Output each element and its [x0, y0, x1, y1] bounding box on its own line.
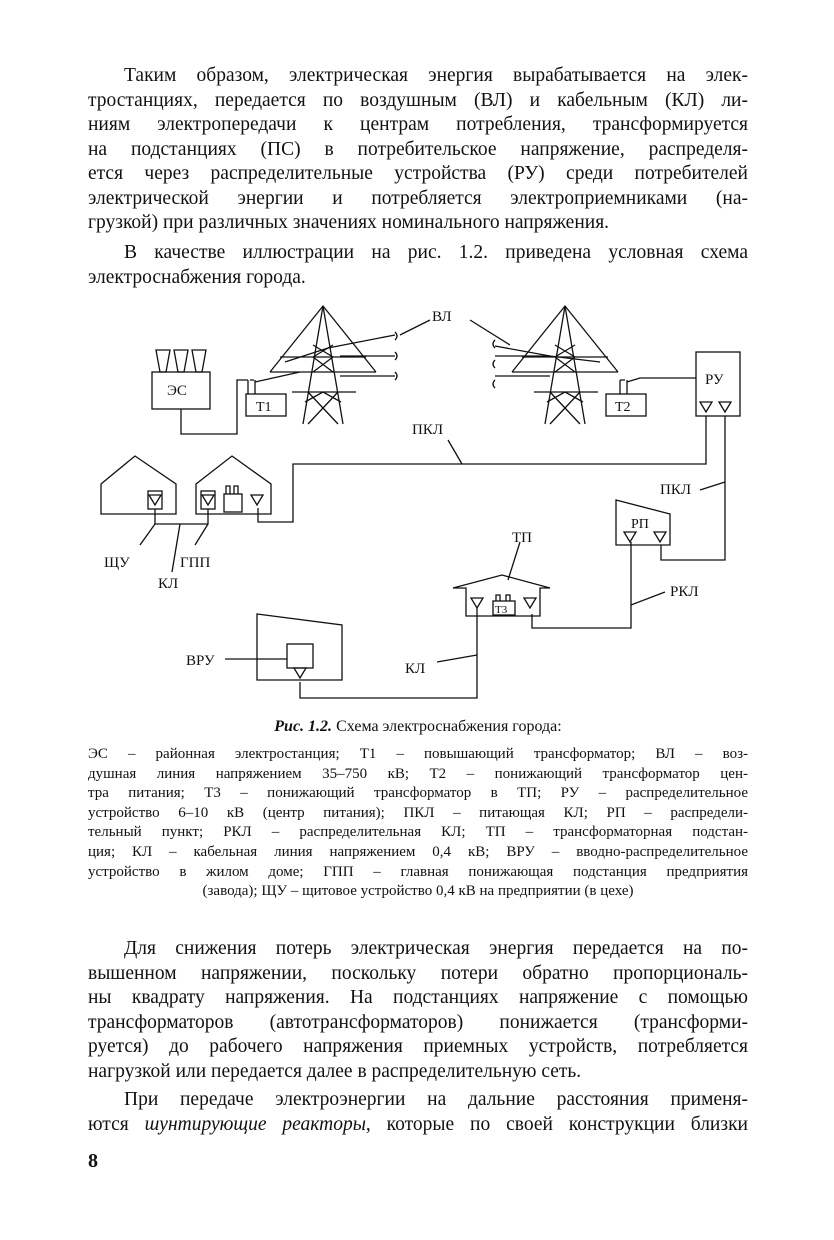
label-t2: Т2 — [615, 400, 631, 415]
caption-title: Схема электроснабжения города: — [336, 718, 562, 735]
right-transmission-tower — [511, 304, 619, 425]
label-vru: ВРУ — [186, 653, 215, 669]
pkl-leader-top — [447, 439, 463, 465]
legend-line: ция; КЛ – кабельная линия напряжением 0,… — [88, 843, 748, 860]
label-rp: РП — [631, 517, 649, 532]
text-line: ются шунтирующие реакторы, которые по св… — [88, 1113, 748, 1138]
text-line: ется через распределительные устройства … — [88, 163, 748, 184]
label-pkl-right: ПКЛ — [660, 482, 691, 498]
legend-line: устройство в жилом доме; ГПП – главная п… — [88, 863, 748, 880]
text-line: ниям электропередачи к центрам потреблен… — [88, 114, 748, 135]
text-line: трансформаторов (автотрансформаторов) по… — [88, 1011, 748, 1033]
text-run: , которые по своей конструкции близки — [365, 1113, 748, 1135]
paragraph-4: При передаче электроэнергии на дальние р… — [88, 1088, 748, 1137]
legend-line: тельный пункт; РКЛ – распределительная К… — [88, 824, 748, 841]
legend-line: душная линия напряжением 35–750 кВ; Т2 –… — [88, 765, 748, 782]
legend-line: тра питания; Т3 – понижающий трансформат… — [88, 785, 748, 802]
pkl-line-right — [660, 416, 726, 561]
t1-box — [245, 393, 287, 417]
kl-leader-left — [171, 523, 181, 573]
label-kl-bottom: КЛ — [405, 661, 425, 677]
text-line: руется) до рабочего напряжения приемных … — [88, 1036, 748, 1057]
rkl-line — [531, 542, 632, 629]
text-line: на подстанциях (ПС) в потребительское на… — [88, 138, 748, 160]
italic-term: шунтирующие реакторы — [144, 1113, 366, 1135]
figure-legend: ЭС – районная электростанция; Т1 – повыш… — [88, 745, 748, 902]
tp-building — [452, 574, 551, 617]
left-transmission-tower — [269, 304, 377, 425]
text-line: ны квадрату напряжения. На подстанциях н… — [88, 987, 748, 1008]
text-line: В качестве иллюстрации на рис. 1.2. прив… — [124, 242, 748, 263]
kl-line-left — [154, 509, 209, 525]
workshop-building — [100, 455, 177, 515]
power-station-chimneys — [155, 349, 207, 373]
legend-line: устройство 6–10 кВ (центр питания); ПКЛ … — [88, 804, 748, 821]
page-number: 8 — [88, 1150, 98, 1172]
paragraph-3: Для снижения потерь электрическая энерги… — [88, 937, 748, 1084]
paragraph-2: В качестве иллюстрации на рис. 1.2. прив… — [88, 241, 748, 290]
text-line: тростанциях, передается по воздушным (ВЛ… — [88, 89, 748, 111]
es-to-t1-line — [180, 379, 248, 435]
paragraph-1: Таким образом, электрическая энергия выр… — [88, 64, 748, 236]
vl-leader-left — [399, 319, 431, 336]
text-line: вышенном напряжении, поскольку потери об… — [88, 962, 748, 984]
label-rkl: РКЛ — [670, 584, 699, 600]
text-line: Таким образом, электрическая энергия выр… — [124, 65, 748, 86]
vru-box — [286, 643, 314, 669]
legend-line: ЭС – районная электростанция; Т1 – повыш… — [88, 746, 748, 762]
label-pkl-top: ПКЛ — [412, 422, 443, 438]
text-line: электроснабжения города. — [88, 266, 306, 288]
residential-building — [256, 613, 343, 681]
ru-box — [695, 351, 741, 417]
pkl-line-top — [257, 416, 707, 523]
kl-leader-bottom — [436, 654, 478, 663]
text-line: Для снижения потерь электрическая энерги… — [124, 938, 748, 959]
text-line: электрической энергии и потребляется эле… — [88, 187, 748, 209]
label-vl: ВЛ — [432, 309, 452, 325]
label-kl-left: КЛ — [158, 576, 178, 592]
gpp-building — [195, 455, 272, 515]
vl-leader-right — [469, 319, 511, 346]
legend-line: (завода); ЩУ – щитовое устройство 0,4 кВ… — [202, 883, 634, 900]
label-tp: ТП — [512, 530, 532, 546]
label-t1: Т1 — [256, 400, 272, 415]
label-ru: РУ — [705, 372, 724, 388]
rkl-leader — [630, 591, 666, 606]
figure-caption: Рис. 1.2. Схема электроснабжения города: — [88, 718, 748, 736]
label-t3: Т3 — [495, 604, 508, 616]
tp-leader — [507, 541, 521, 581]
kl-line-bottom — [299, 608, 478, 699]
text-line: При передаче электроэнергии на дальние р… — [124, 1089, 748, 1110]
rp-box — [615, 499, 671, 546]
pkl-leader-right — [699, 481, 726, 491]
label-shchu: ЩУ — [104, 555, 130, 571]
caption-prefix: Рис. 1.2. — [274, 718, 333, 735]
t2-box — [605, 393, 647, 417]
label-gpp: ГПП — [180, 555, 211, 571]
label-es: ЭС — [167, 383, 187, 399]
text-line: грузкой) при различных значениях номинал… — [88, 212, 610, 233]
text-run: ются — [88, 1113, 145, 1135]
text-line: нагрузкой или передается далее в распред… — [88, 1060, 582, 1082]
